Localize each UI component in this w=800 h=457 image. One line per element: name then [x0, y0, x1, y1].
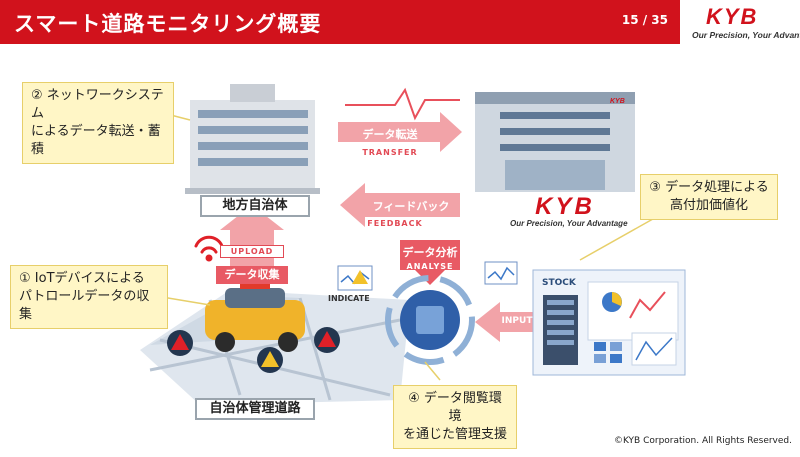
kyb-logo-center: KYB Our Precision, Your Advantage: [510, 193, 628, 233]
government-building-illustration: [185, 84, 320, 194]
page-number: 15 / 35: [621, 13, 668, 27]
kyb-logo-header: KYB Our Precision, Your Advantage: [690, 4, 800, 42]
wifi-icon: [194, 235, 224, 262]
indicate-monitor-icon: [337, 261, 518, 291]
page-title: スマート道路モニタリング概要: [14, 12, 322, 36]
callout-step2-line1: ② ネットワークシステム: [31, 88, 164, 121]
local-government-label: 地方自治体: [200, 195, 310, 217]
input-label: INPUT: [501, 316, 533, 326]
copyright-text: ©KYB Corporation. All Rights Reserved.: [613, 436, 792, 446]
callout-step2-line2: によるデータ転送・蓄積: [31, 124, 161, 157]
collect-label: データ収集: [216, 266, 288, 284]
callout-step3-line1: ③ データ処理による: [649, 180, 769, 195]
municipal-roads-label: 自治体管理道路: [195, 398, 315, 420]
analyse-sublabel: ANALYSE: [406, 262, 454, 271]
feedback-arrow: [340, 183, 460, 227]
stock-label: STOCK: [542, 278, 576, 288]
transfer-arrow: [338, 87, 462, 152]
stock-dashboard-illustration: [532, 269, 686, 376]
indicate-label: INDICATE: [328, 294, 370, 303]
callout-step4: ④ データ閲覧環境 を通じた管理支援: [393, 385, 517, 449]
upload-sublabel: UPLOAD: [220, 245, 284, 258]
header-bar: スマート道路モニタリング概要 15 / 35: [0, 0, 680, 44]
callout-pointer-4: [424, 361, 441, 381]
svg-text:KYB: KYB: [610, 98, 625, 105]
callout-step2: ② ネットワークシステム によるデータ転送・蓄積: [22, 82, 174, 164]
callout-step3: ③ データ処理による 高付加価値化: [640, 174, 778, 220]
callout-step4-line1: ④ データ閲覧環境: [408, 391, 502, 424]
kyb-tagline: Our Precision, Your Advantage: [692, 30, 800, 40]
kyb-building-illustration: KYB: [475, 92, 635, 192]
kyb-logo-center-word: KYB: [535, 193, 595, 220]
analysis-chip-illustration: [385, 275, 475, 365]
transfer-sublabel: TRANSFER: [362, 148, 418, 157]
warning-marker-icon: [167, 327, 340, 373]
feedback-label: フィードバック: [372, 200, 450, 213]
kyb-logo-word: KYB: [706, 4, 759, 29]
callout-step4-line2: を通じた管理支援: [402, 427, 507, 442]
callout-step1-line2: パトロールデータの収集: [19, 289, 150, 322]
callout-pointer-3: [579, 214, 661, 261]
callout-step1: ① IoTデバイスによる パトロールデータの収集: [10, 265, 168, 329]
input-arrow: [475, 302, 535, 342]
callout-step1-line1: ① IoTデバイスによる: [19, 271, 145, 286]
analyse-arrow: [400, 240, 460, 285]
feedback-sublabel: FEEDBACK: [367, 219, 423, 228]
kyb-logo-center-tagline: Our Precision, Your Advantage: [510, 219, 628, 228]
callout-step3-line2: 高付加価値化: [669, 198, 748, 213]
analyse-label: データ分析: [402, 246, 458, 259]
transfer-label: データ転送: [362, 128, 418, 141]
patrol-car-illustration: [205, 283, 305, 352]
